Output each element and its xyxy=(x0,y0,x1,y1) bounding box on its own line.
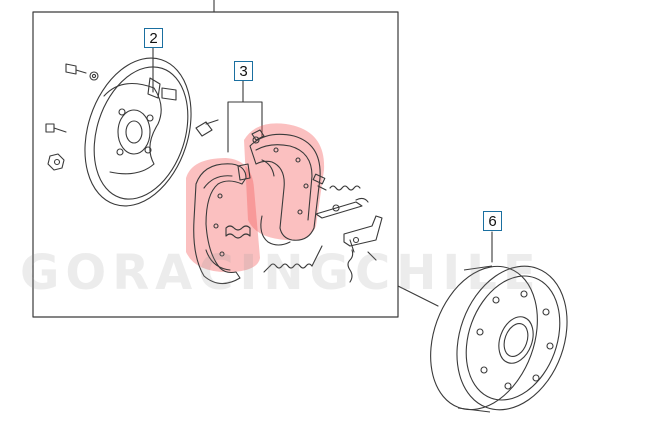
callout-3[interactable]: 3 xyxy=(234,61,253,81)
brake-shoe-right xyxy=(249,129,321,246)
callout-6[interactable]: 6 xyxy=(483,211,502,231)
bolt-mid xyxy=(45,123,67,133)
return-spring-upper xyxy=(312,173,361,191)
parking-lever-strut xyxy=(315,197,369,219)
return-spring-lower xyxy=(263,245,323,273)
nut-bottom xyxy=(47,153,65,171)
watermark-text: GORACINGCHILE xyxy=(20,248,542,298)
brake-drum xyxy=(430,265,568,413)
bleeder-screw xyxy=(195,119,219,137)
brake-shoe-left xyxy=(193,163,251,285)
adjuster-spring xyxy=(225,225,251,239)
callout-3-bracket xyxy=(227,101,263,153)
frame-leader-drum xyxy=(397,285,439,307)
callout-2[interactable]: 2 xyxy=(144,28,163,48)
bolt-top xyxy=(65,63,99,81)
parking-brake-bracket xyxy=(343,215,383,283)
assembly-frame xyxy=(32,11,399,318)
backing-plate xyxy=(84,57,192,207)
